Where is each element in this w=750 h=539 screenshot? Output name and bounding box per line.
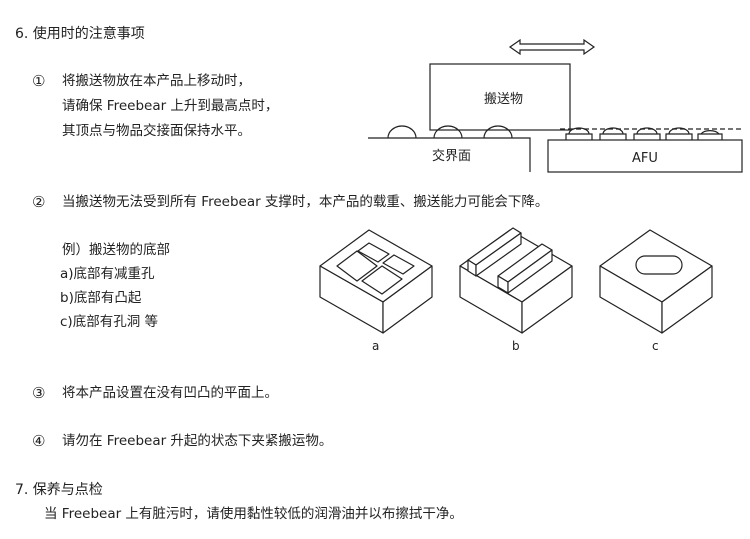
example-a: a)底部有减重孔 xyxy=(60,266,155,282)
block-b-protrusions xyxy=(459,227,573,334)
afu-label: AFU xyxy=(632,151,658,166)
section-7-heading: 7. 保养与点检 xyxy=(15,482,103,498)
item-4-text: 请勿在 Freebear 升起的状态下夹紧搬运物。 xyxy=(62,433,333,449)
load-label: 搬送物 xyxy=(484,92,523,107)
example-b: b)底部有凸起 xyxy=(60,290,142,306)
afu-ball-units xyxy=(565,127,723,140)
load-transfer-diagram: 搬送物 交界面 AFU xyxy=(368,38,743,173)
load-block xyxy=(429,63,571,131)
afu-base xyxy=(547,139,743,173)
figure-label-a: a xyxy=(372,339,379,353)
left-ball-1 xyxy=(387,125,417,139)
left-ball-2 xyxy=(433,125,463,139)
interface-label: 交界面 xyxy=(432,148,471,164)
section-6-heading: 6. 使用时的注意事项 xyxy=(15,26,145,42)
item-3-text: 将本产品设置在没有凹凸的平面上。 xyxy=(62,385,278,401)
item-3-marker: ③ xyxy=(32,384,46,402)
item-1-marker: ① xyxy=(32,72,46,90)
interface-surface xyxy=(368,137,531,172)
item-4-marker: ④ xyxy=(32,432,46,450)
item-1-line-3: 其顶点与物品交接面保持水平。 xyxy=(62,123,251,139)
item-2-marker: ② xyxy=(32,193,46,211)
left-ball-3 xyxy=(483,125,513,139)
block-c-hole xyxy=(599,229,713,334)
example-c: c)底部有孔洞 等 xyxy=(60,314,158,330)
section-7-text: 当 Freebear 上有脏污时，请使用黏性较低的润滑油并以布擦拭干净。 xyxy=(44,506,463,522)
block-a-lightening-holes xyxy=(319,229,433,334)
figure-label-b: b xyxy=(512,339,520,353)
item-1-line-2: 请确保 Freebear 上升到最高点时， xyxy=(62,98,279,114)
example-title: 例）搬送物的底部 xyxy=(62,242,170,258)
item-2-text: 当搬送物无法受到所有 Freebear 支撑时，本产品的载重、搬送能力可能会下降… xyxy=(62,194,549,210)
figure-label-c: c xyxy=(652,339,659,353)
item-1-line-1: 将搬送物放在本产品上移动时， xyxy=(62,73,251,89)
double-arrow-icon xyxy=(508,38,596,56)
